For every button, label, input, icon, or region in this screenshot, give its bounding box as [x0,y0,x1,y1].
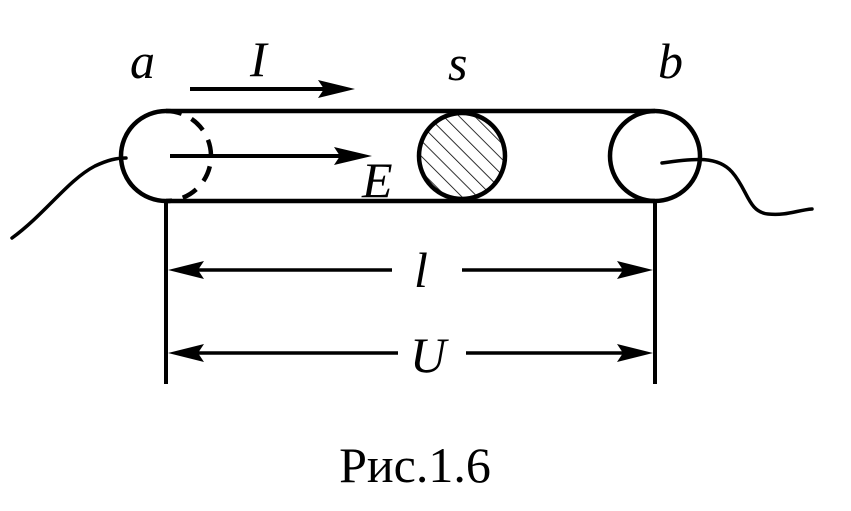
length-arrow-right [617,261,653,279]
left-end-cap [118,108,167,204]
cross-section-circle [416,110,508,202]
left-lead-wire [10,156,128,240]
voltage-label: U [410,327,449,383]
left-end-cap-hidden [165,108,214,204]
length-label: l [414,242,428,298]
figure-caption: Рис.1.6 [339,437,491,493]
end-b-label: b [658,33,683,89]
end-a-label: a [130,33,155,89]
field-arrow-head [334,147,372,165]
right-lead-wire [660,157,814,217]
right-end-cap [607,108,703,204]
current-label: I [249,31,269,87]
length-arrow-left [168,261,204,279]
field-label: E [361,152,393,208]
cross-section-label: s [448,35,467,91]
current-arrow-head [318,80,355,98]
voltage-arrow-right [617,344,653,362]
voltage-arrow-left [168,344,204,362]
